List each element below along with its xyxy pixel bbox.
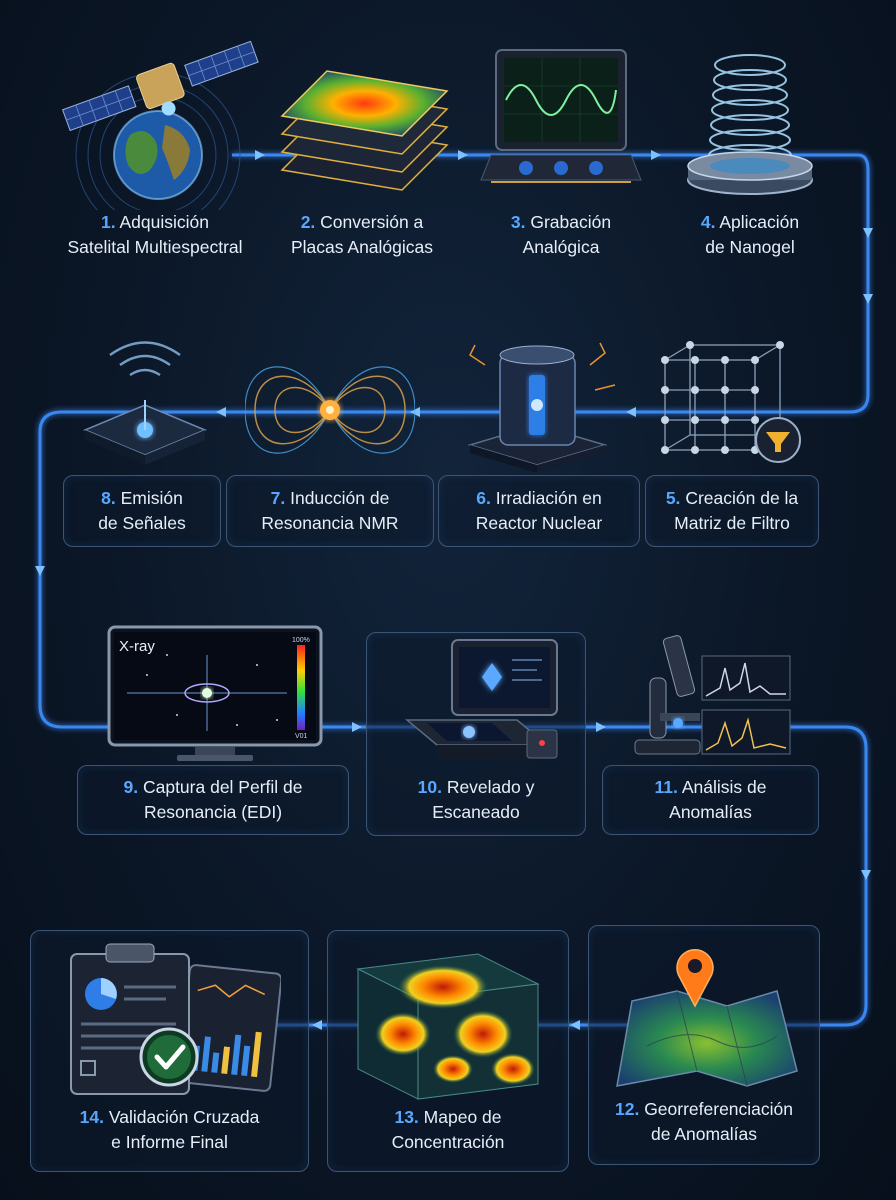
step-8: 8. Emisión de Señales: [63, 475, 221, 547]
signal-emitter-icon: [83, 341, 207, 465]
step-13-title-line2: Concentración: [391, 1132, 505, 1152]
step-12-number: 12.: [614, 1099, 640, 1119]
step-13-number: 13.: [394, 1107, 419, 1127]
step-10-title-line2: Escaneado: [432, 802, 520, 822]
step-11-title-line2: Anomalías: [669, 802, 752, 822]
step-14-title-line2: e Informe Final: [111, 1132, 228, 1152]
step-13-title-line1: Mapeo de: [423, 1107, 502, 1127]
monitor-title: X-ray: [119, 638, 155, 655]
nuclear-reactor-icon: [467, 342, 616, 473]
arrow-2-3: [458, 150, 468, 160]
filter-matrix-icon: [661, 341, 801, 463]
arrow-11-12: [861, 870, 871, 880]
step-3-title-line1: Grabación: [530, 212, 612, 232]
microscope-icon: [634, 635, 791, 755]
step-7: 7. Inducción de Resonancia NMR: [226, 475, 434, 547]
report-check-icon: [70, 943, 281, 1095]
nanogel-coil-icon: [687, 54, 813, 195]
step-12-title-line1: Georreferenciación: [644, 1099, 794, 1119]
arrow-4-5a: [863, 228, 873, 238]
step-8-number: 8.: [101, 488, 116, 508]
arrow-9-10: [352, 722, 362, 732]
map-pin-icon: [616, 949, 798, 1087]
xray-monitor-icon: X-ray 100% V01: [107, 625, 323, 761]
arrow-13-14: [312, 1020, 322, 1030]
arrow-6-7: [410, 407, 420, 417]
step-4: 4. Aplicación de Nanogel: [660, 30, 840, 270]
step-3-title-line2: Analógica: [522, 237, 600, 257]
arrow-5-6: [626, 407, 636, 417]
step-5-number: 5.: [665, 488, 681, 508]
step-12: 12. Georreferenciación de Anomalías: [588, 925, 820, 1165]
step-1: 1. Adquisición Satelital Multiespectral: [50, 30, 260, 270]
step-7-number: 7.: [270, 488, 286, 508]
step-8-title-line1: Emisión: [120, 488, 183, 508]
step-7-title-line1: Inducción de: [290, 488, 390, 508]
step-6-number: 6.: [476, 488, 491, 508]
step-4-title-line2: de Nanogel: [705, 237, 795, 257]
step-4-title-line1: Aplicación: [719, 212, 800, 232]
step-5-title-line2: Matriz de Filtro: [674, 513, 790, 533]
step-3-number: 3.: [510, 212, 526, 232]
step-13: 13. Mapeo de Concentración: [327, 930, 569, 1172]
magnetic-field-icon: [245, 366, 415, 454]
step-9-title-line2: Resonancia (EDI): [143, 802, 283, 822]
step-14: 14. Validación Cruzada e Informe Final: [30, 930, 309, 1172]
step-9-number: 9.: [123, 777, 139, 797]
step-3: 3. Grabación Analógica: [466, 30, 656, 270]
analog-plates-icon: [280, 70, 449, 191]
step-8-title-line2: de Señales: [98, 513, 186, 533]
step-12-title-line2: de Anomalías: [650, 1124, 758, 1144]
step-6-title-line1: Irradiación en: [495, 488, 602, 508]
arrow-12-13: [570, 1020, 580, 1030]
step-11-title-line1: Análisis de: [681, 777, 767, 797]
step-11: 11. Análisis de Anomalías: [602, 765, 819, 835]
step-11-number: 11.: [654, 777, 678, 797]
step-10-number: 10.: [417, 777, 442, 797]
step-2-title-line1: Conversión a: [320, 212, 424, 232]
step-1-title-line2: Satelital Multiespectral: [67, 237, 243, 257]
step-4-number: 4.: [700, 212, 716, 232]
monitor-scale-bottom: V01: [295, 733, 308, 740]
arrow-8-9: [35, 566, 45, 576]
step-5-title-line1: Creación de la: [685, 488, 799, 508]
monitor-scale-top: 100%: [292, 637, 310, 644]
satellite-earth-icon: [61, 40, 259, 210]
analog-recorder-icon: [480, 49, 642, 183]
step-14-title-line1: Validación Cruzada: [108, 1107, 260, 1127]
arrow-4-5b: [863, 294, 873, 304]
heatmap-cube-icon: [356, 953, 540, 1100]
step-1-number: 1.: [100, 212, 116, 232]
step-9-title-line1: Captura del Perfil de: [142, 777, 303, 797]
scanner-icon: [404, 639, 558, 759]
arrow-10-11: [596, 722, 606, 732]
flow-arrows: [35, 150, 873, 1030]
arrow-3-4: [651, 150, 661, 160]
step-14-number: 14.: [79, 1107, 104, 1127]
step-2-number: 2.: [300, 212, 316, 232]
step-10: 10. Revelado y Escaneado: [366, 632, 586, 836]
arrow-1-2: [255, 150, 265, 160]
step-2: 2. Conversión a Placas Analógicas: [262, 30, 462, 270]
step-5: 5. Creación de la Matriz de Filtro: [645, 475, 819, 547]
step-9: 9. Captura del Perfil de Resonancia (EDI…: [77, 765, 349, 835]
step-6-title-line2: Reactor Nuclear: [475, 513, 603, 533]
arrow-7-8: [216, 407, 226, 417]
step-6: 6. Irradiación en Reactor Nuclear: [438, 475, 640, 547]
step-1-title-line1: Adquisición: [119, 212, 210, 232]
step-2-title-line2: Placas Analógicas: [290, 237, 434, 257]
step-10-title-line1: Revelado y: [446, 777, 535, 797]
step-7-title-line2: Resonancia NMR: [261, 513, 399, 533]
